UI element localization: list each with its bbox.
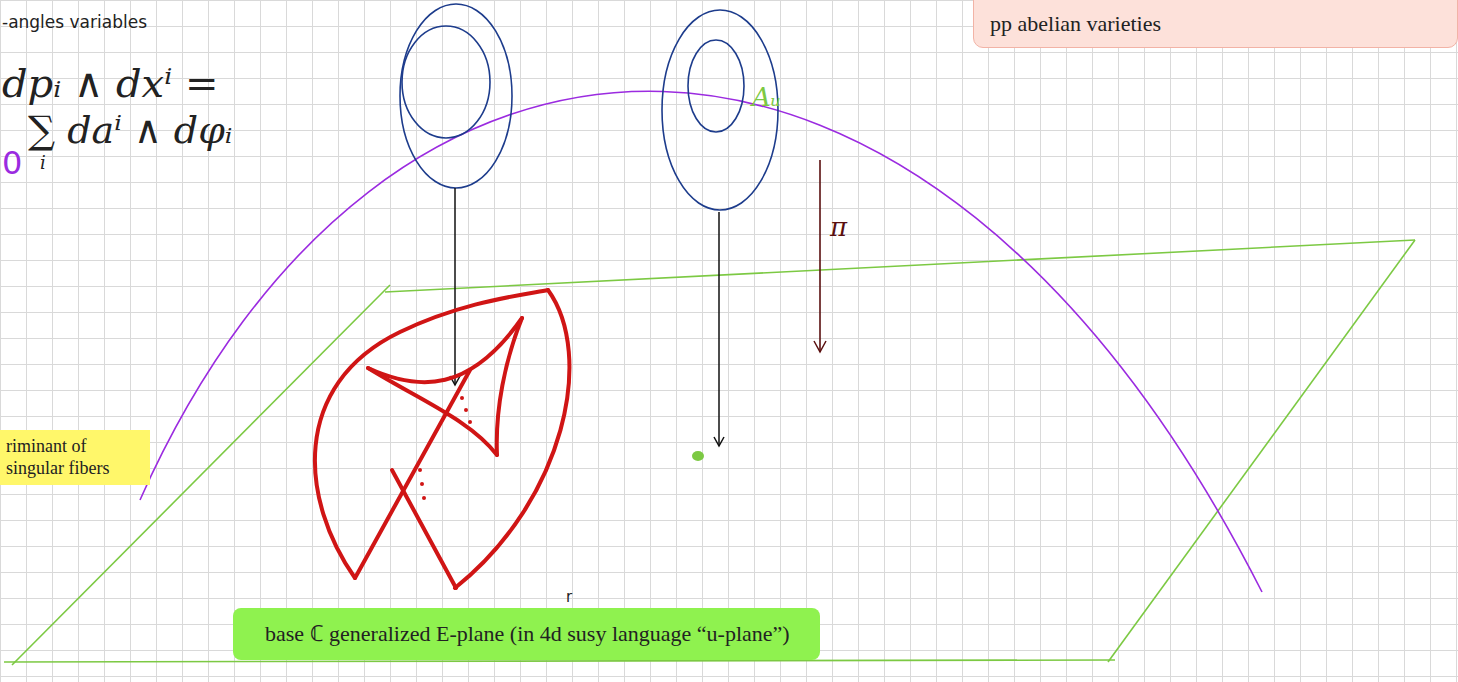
box-text: riminant of singular fibers (6, 436, 142, 479)
total-space-curve (140, 91, 1262, 592)
text-box: pp abelian varieties (973, 0, 1458, 48)
fiber-label: Aᵤ (752, 82, 781, 112)
formula-result: 0 (2, 144, 22, 182)
text-box: riminant of singular fibers (0, 430, 150, 485)
box-text: base ℂ generalized E-plane (in 4d susy l… (265, 621, 790, 647)
base-plane (4, 240, 1415, 665)
base-point (692, 451, 704, 461)
discriminant-locus (315, 290, 570, 588)
pi-arrow (819, 160, 821, 352)
dimension-label: r (566, 588, 572, 606)
heading-note: -angles variables (2, 12, 147, 32)
discriminant-dots (418, 396, 472, 500)
sum-index: i (40, 152, 46, 173)
torus-fibers (400, 4, 778, 210)
box-text: pp abelian varieties (990, 11, 1443, 37)
formula: ∑ daⁱ ∧ dφᵢ (28, 108, 232, 152)
formula: dpᵢ ∧ dxⁱ = (2, 60, 218, 106)
projection-arrow (454, 188, 456, 385)
projection-arrow (718, 212, 720, 446)
projection-label: π (830, 212, 847, 242)
text-box: base ℂ generalized E-plane (in 4d susy l… (233, 608, 820, 660)
